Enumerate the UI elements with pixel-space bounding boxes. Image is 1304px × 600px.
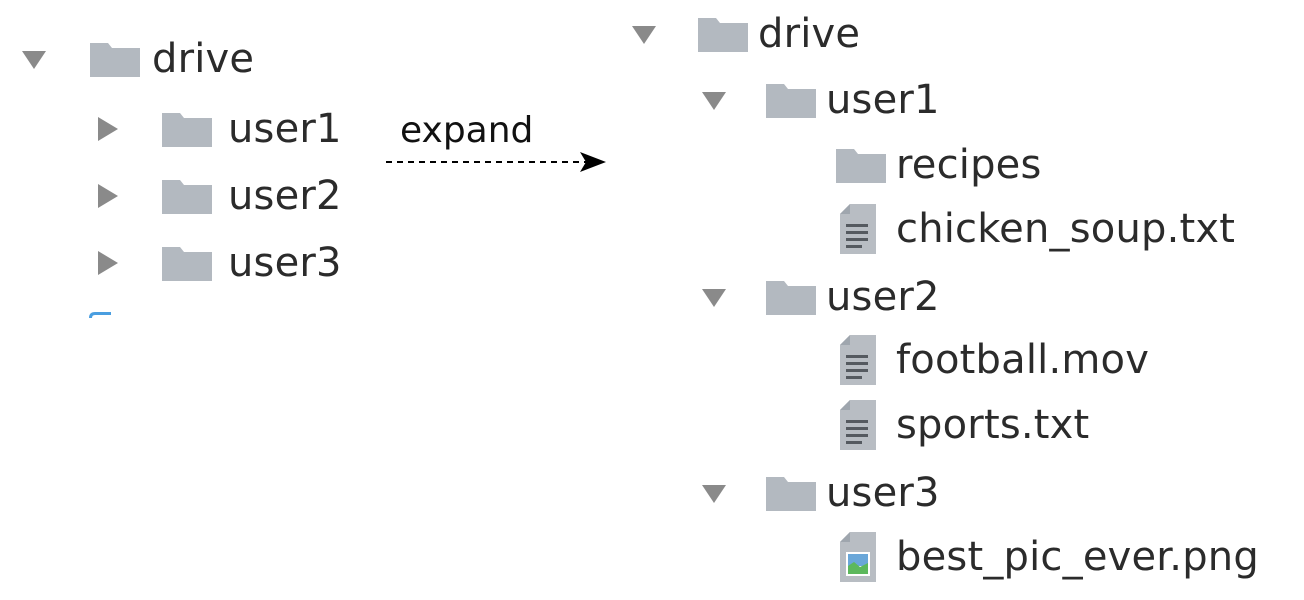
tree-row-football[interactable]: football.mov [840,335,1149,385]
folder-icon [162,245,212,281]
tree-item-label: drive [758,11,861,57]
tree-item-label: user3 [826,470,940,516]
tree-row-chicken-soup[interactable]: chicken_soup.txt [840,204,1235,254]
tree-item-label: best_pic_ever.png [896,534,1259,580]
selection-indicator [89,312,111,318]
text-file-icon [840,204,878,254]
folder-icon [162,178,212,214]
tree-row-drive[interactable]: drive [630,9,860,59]
tree-row-user1[interactable]: user1 [94,104,342,154]
tree-row-user3[interactable]: user3 [94,238,342,288]
tree-row-sports[interactable]: sports.txt [840,400,1089,450]
tree-row-user1[interactable]: user1 [700,75,940,125]
folder-icon [766,279,816,315]
text-file-icon [840,335,878,385]
image-file-icon [840,532,878,582]
folder-icon [162,111,212,147]
chevron-down-icon[interactable] [20,45,48,73]
folder-icon [698,16,748,52]
tree-row-user3[interactable]: user3 [700,468,940,518]
chevron-down-icon[interactable] [700,283,728,311]
tree-row-user2[interactable]: user2 [94,171,342,221]
chevron-right-icon[interactable] [94,249,122,277]
chevron-right-icon[interactable] [94,182,122,210]
tree-item-label: user2 [826,274,940,320]
tree-row-best-pic[interactable]: best_pic_ever.png [840,532,1259,582]
folder-icon [766,475,816,511]
tree-item-label: user1 [228,106,342,152]
tree-item-label: chicken_soup.txt [896,206,1236,252]
folder-icon [90,41,140,77]
chevron-down-icon[interactable] [700,479,728,507]
chevron-right-icon[interactable] [94,115,122,143]
dashed-arrow-icon [386,152,606,172]
chevron-down-icon[interactable] [630,20,658,48]
tree-item-label: drive [152,36,255,82]
tree-item-label: recipes [896,142,1042,188]
tree-row-user2[interactable]: user2 [700,272,940,322]
tree-item-label: user3 [228,240,342,286]
tree-row-drive[interactable]: drive [20,34,254,84]
tree-item-label: user1 [826,77,940,123]
tree-item-label: sports.txt [896,402,1090,448]
tree-row-recipes[interactable]: recipes [836,140,1042,190]
folder-icon [766,82,816,118]
chevron-down-icon[interactable] [700,86,728,114]
folder-icon [836,147,886,183]
text-file-icon [840,400,878,450]
tree-item-label: user2 [228,173,342,219]
tree-item-label: football.mov [896,337,1150,383]
expand-label: expand [400,110,534,151]
